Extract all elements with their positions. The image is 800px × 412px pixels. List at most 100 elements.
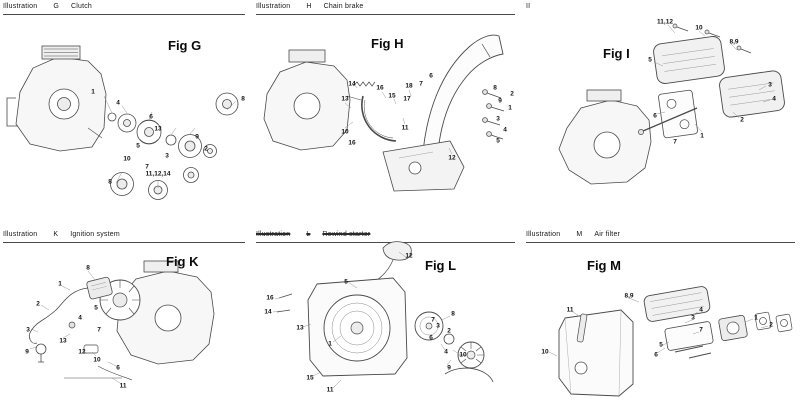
part-number-callout: 6 [429, 72, 433, 80]
part-number-callout: 4 [699, 306, 703, 314]
part-number-callout: 1 [91, 88, 95, 96]
panel-muffler: II [523, 0, 800, 225]
air-filter-exploded-diagram [548, 286, 793, 397]
side-cover-art [382, 140, 465, 192]
clutch-parts-art [107, 92, 239, 200]
part-number-callout: 9 [25, 348, 29, 356]
part-number-callout: 9 [195, 133, 199, 141]
hand-guard-art [422, 34, 504, 153]
chain-brake-exploded-diagram [263, 34, 505, 192]
part-number-callout: 4 [772, 95, 776, 103]
part-number-callout: 14 [264, 308, 272, 316]
part-number-callout: 6 [116, 364, 120, 372]
part-number-callout: 5 [94, 304, 98, 312]
rope-rotor-art [414, 311, 455, 345]
header-letter: M [576, 231, 583, 238]
leader-lines [272, 251, 460, 389]
carburetor-art [718, 314, 748, 342]
part-number-callout: 6 [654, 351, 658, 359]
part-number-callout: 1 [754, 314, 758, 322]
part-number-callout: 11 [119, 382, 127, 390]
header-letter: G [53, 3, 59, 10]
part-number-callout: 2 [769, 321, 773, 329]
part-number-callout: 3 [691, 314, 695, 322]
bolts-art [674, 345, 712, 359]
part-number-callout: 11 [326, 386, 334, 394]
part-number-callout: 13 [296, 324, 304, 332]
part-number-callout: 1 [700, 132, 704, 140]
part-number-callout: 15 [388, 92, 396, 100]
part-number-callout: 7 [97, 326, 101, 334]
part-number-callout: 5 [659, 341, 663, 349]
part-number-callout: 8 [241, 95, 245, 103]
header-illustration-label: Illustration [526, 231, 561, 238]
part-number-callout: 12 [448, 154, 456, 162]
part-number-callout: 13 [154, 125, 162, 133]
part-number-callout: 15 [306, 374, 314, 382]
fig-label-l: Fig L [425, 258, 457, 273]
part-number-callout: 8,9 [729, 38, 739, 46]
part-number-callout: 12 [405, 252, 413, 260]
part-number-callout: 5 [136, 142, 140, 150]
part-number-callout: 2 [36, 300, 40, 308]
starter-grip-art [362, 241, 412, 289]
part-number-callout: 9 [498, 97, 502, 105]
part-number-callout: 6 [429, 334, 433, 342]
part-number-callout: 7 [699, 326, 703, 334]
part-number-callout: 8,9 [624, 292, 634, 300]
leader-lines [548, 297, 769, 357]
part-number-callout: 16 [376, 84, 384, 92]
fig-label-m: Fig M [587, 258, 621, 273]
part-number-callout: 2 [204, 145, 208, 153]
part-number-callout: 8 [451, 310, 455, 318]
panel-header-muffler: II [526, 3, 795, 14]
header-illustration-label: Illustration [3, 231, 38, 238]
part-number-callout: 7 [673, 138, 677, 146]
part-number-callout: 2 [447, 327, 451, 335]
filter-element-art [643, 286, 711, 322]
part-number-callout: 4 [116, 99, 120, 107]
part-number-callout: 5 [344, 278, 348, 286]
fig-label-g: Fig G [168, 38, 202, 53]
part-number-callout: 6 [653, 112, 657, 120]
part-number-callout: 10 [123, 155, 131, 163]
part-number-callout: 10 [541, 348, 549, 356]
clutch-exploded-diagram [6, 45, 239, 200]
part-number-callout: 17 [403, 95, 411, 103]
gasket-b-art [775, 313, 793, 333]
fan-wheel-art [444, 341, 494, 383]
part-number-callout: 3 [165, 152, 169, 160]
header-title: Ignition system [70, 231, 120, 238]
part-number-callout: 8 [493, 84, 497, 92]
header-title: Rewind starter [322, 231, 371, 238]
part-number-callout: 8 [108, 178, 112, 186]
header-illustration-label: Illustration [256, 231, 291, 238]
fig-label-h: Fig H [371, 36, 404, 51]
part-number-callout: 11 [566, 306, 574, 314]
small-parts-art [64, 321, 133, 381]
part-number-callout: 3 [768, 81, 772, 89]
header-letter: L [306, 231, 311, 238]
fig-label-k: Fig K [166, 254, 199, 269]
starter-housing-art [307, 277, 408, 377]
part-number-callout: 7 [431, 316, 435, 324]
part-number-callout: 5 [648, 56, 652, 64]
part-number-callout: 3 [436, 322, 440, 330]
panel-header-starter: Illustration L Rewind starter [256, 231, 515, 243]
part-number-callout: 2 [740, 116, 744, 124]
brake-band-art [352, 81, 397, 142]
part-number-callout: 16 [348, 139, 356, 147]
part-number-callout: 18 [405, 82, 413, 90]
leader-lines [653, 24, 771, 133]
muffler-shell-front-art [653, 36, 725, 84]
gasket-plate-art [658, 89, 698, 139]
part-number-callout: 1 [508, 104, 512, 112]
header-letter: H [306, 3, 312, 10]
